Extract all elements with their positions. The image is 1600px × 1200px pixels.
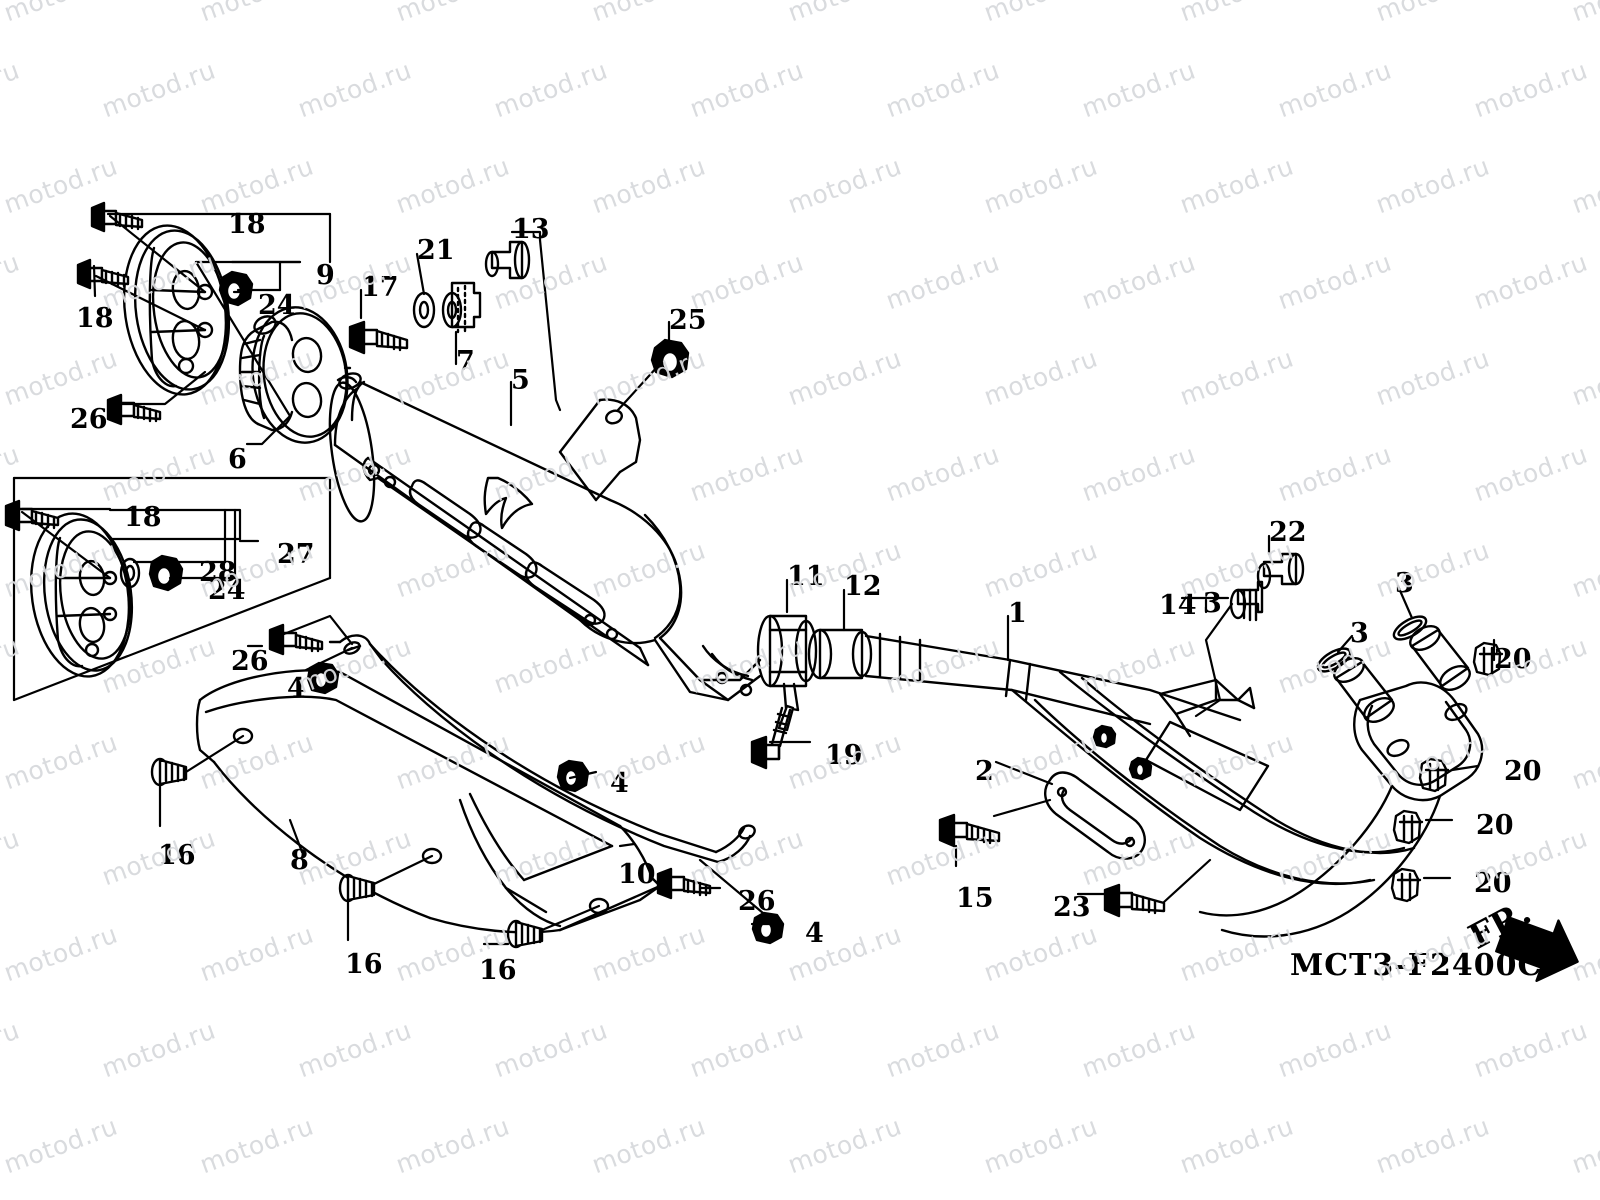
callout-number-8: 8: [290, 845, 309, 876]
callout-number-9: 9: [316, 260, 335, 291]
callout-number-18: 18: [76, 303, 114, 334]
gasket-3-a: [1316, 647, 1352, 673]
nut-24-upper: [218, 270, 254, 307]
bolt-18-lower: [4, 499, 60, 532]
callout-number-26: 26: [70, 404, 108, 435]
callout-number-21: 21: [417, 235, 455, 266]
bolt-26-shield: [268, 623, 324, 656]
callout-number-7: 7: [456, 346, 475, 377]
callout-number-20: 20: [1476, 810, 1514, 841]
collar-13: [484, 240, 531, 280]
screw-16-b: [338, 873, 376, 903]
nut-20-b: [1418, 757, 1450, 793]
protector-stay-10: [328, 634, 756, 864]
callout-number-3: 3: [1350, 618, 1369, 649]
callout-number-20: 20: [1474, 868, 1512, 899]
callout-number-27: 27: [277, 539, 315, 570]
bolt-15: [938, 813, 1001, 848]
bolt-18-upper-a: [90, 201, 144, 233]
callout-number-18: 18: [228, 209, 266, 240]
joint-collar-12: [807, 628, 873, 680]
callout-number-20: 20: [1494, 644, 1532, 675]
screw-16-a: [150, 757, 188, 787]
bolt-18-upper-b: [76, 258, 130, 290]
callout-number-14: 14: [1159, 590, 1197, 621]
bolt-17: [348, 320, 409, 355]
callout-number-24: 24: [208, 575, 246, 606]
joint-gasket-11: [756, 614, 818, 712]
callout-number-3: 3: [1203, 588, 1222, 619]
muffler-end-cap-6: [238, 306, 349, 444]
heat-shield-8: [195, 669, 662, 934]
callout-number-2: 2: [975, 756, 994, 787]
nut-25: [650, 338, 690, 379]
callout-number-12: 12: [844, 571, 882, 602]
callout-number-24: 24: [258, 290, 296, 321]
end-cover-27: [29, 512, 134, 678]
callout-number-22: 22: [1269, 517, 1307, 548]
pipe-nut-a: [1092, 724, 1117, 749]
callout-number-26: 26: [231, 646, 269, 677]
callout-number-13: 13: [512, 214, 550, 245]
callout-number-4: 4: [287, 673, 306, 704]
callout-number-4: 4: [610, 768, 629, 799]
callout-number-17: 17: [361, 272, 399, 303]
bolt-26-right: [656, 867, 712, 900]
callout-number-11: 11: [787, 561, 825, 592]
nut-20-c: [1392, 809, 1424, 845]
washer-28: [119, 557, 141, 589]
gasket-2: [1044, 771, 1146, 860]
bolt-19: [750, 704, 795, 770]
callout-number-10: 10: [618, 859, 656, 890]
callout-number-3: 3: [1395, 568, 1414, 599]
bolt-22: [1256, 552, 1305, 590]
bolt-23: [1103, 883, 1166, 918]
callout-number-23: 23: [1053, 892, 1091, 923]
gasket-3-b: [1392, 615, 1428, 641]
nut-20-d: [1390, 867, 1422, 903]
front-direction-arrow: [1495, 916, 1579, 983]
callout-number-26: 26: [738, 886, 776, 917]
callout-number-18: 18: [124, 502, 162, 533]
collar-14: [1229, 580, 1264, 622]
end-cover-9: [122, 224, 231, 396]
callout-number-28: 28: [199, 557, 237, 588]
nut-4-a: [306, 661, 340, 695]
callout-number-5: 5: [511, 365, 530, 396]
pipe-nut-b: [1128, 756, 1153, 781]
diagram-code: MCT3-F2400C: [1290, 948, 1543, 983]
callout-number-20: 20: [1504, 756, 1542, 787]
nut-4-c: [751, 911, 785, 945]
muffler-body-5: [328, 366, 762, 702]
callout-number-25: 25: [669, 305, 707, 336]
nut-24-lower: [148, 554, 184, 592]
bushing-7: [441, 281, 482, 336]
callout-number-16: 16: [158, 840, 196, 871]
callout-number-1: 1: [1008, 598, 1027, 629]
callout-number-6: 6: [228, 444, 247, 475]
callout-number-16: 16: [345, 949, 383, 980]
screw-16-c: [506, 919, 544, 949]
washer-21: [412, 291, 436, 329]
callout-number-19: 19: [825, 740, 863, 771]
bolt-26-upper: [106, 393, 162, 426]
exhaust-header-flange: [1198, 625, 1484, 938]
callout-number-16: 16: [479, 955, 517, 986]
nut-20-a: [1472, 641, 1504, 677]
callout-number-4: 4: [805, 918, 824, 949]
callout-number-15: 15: [956, 883, 994, 914]
